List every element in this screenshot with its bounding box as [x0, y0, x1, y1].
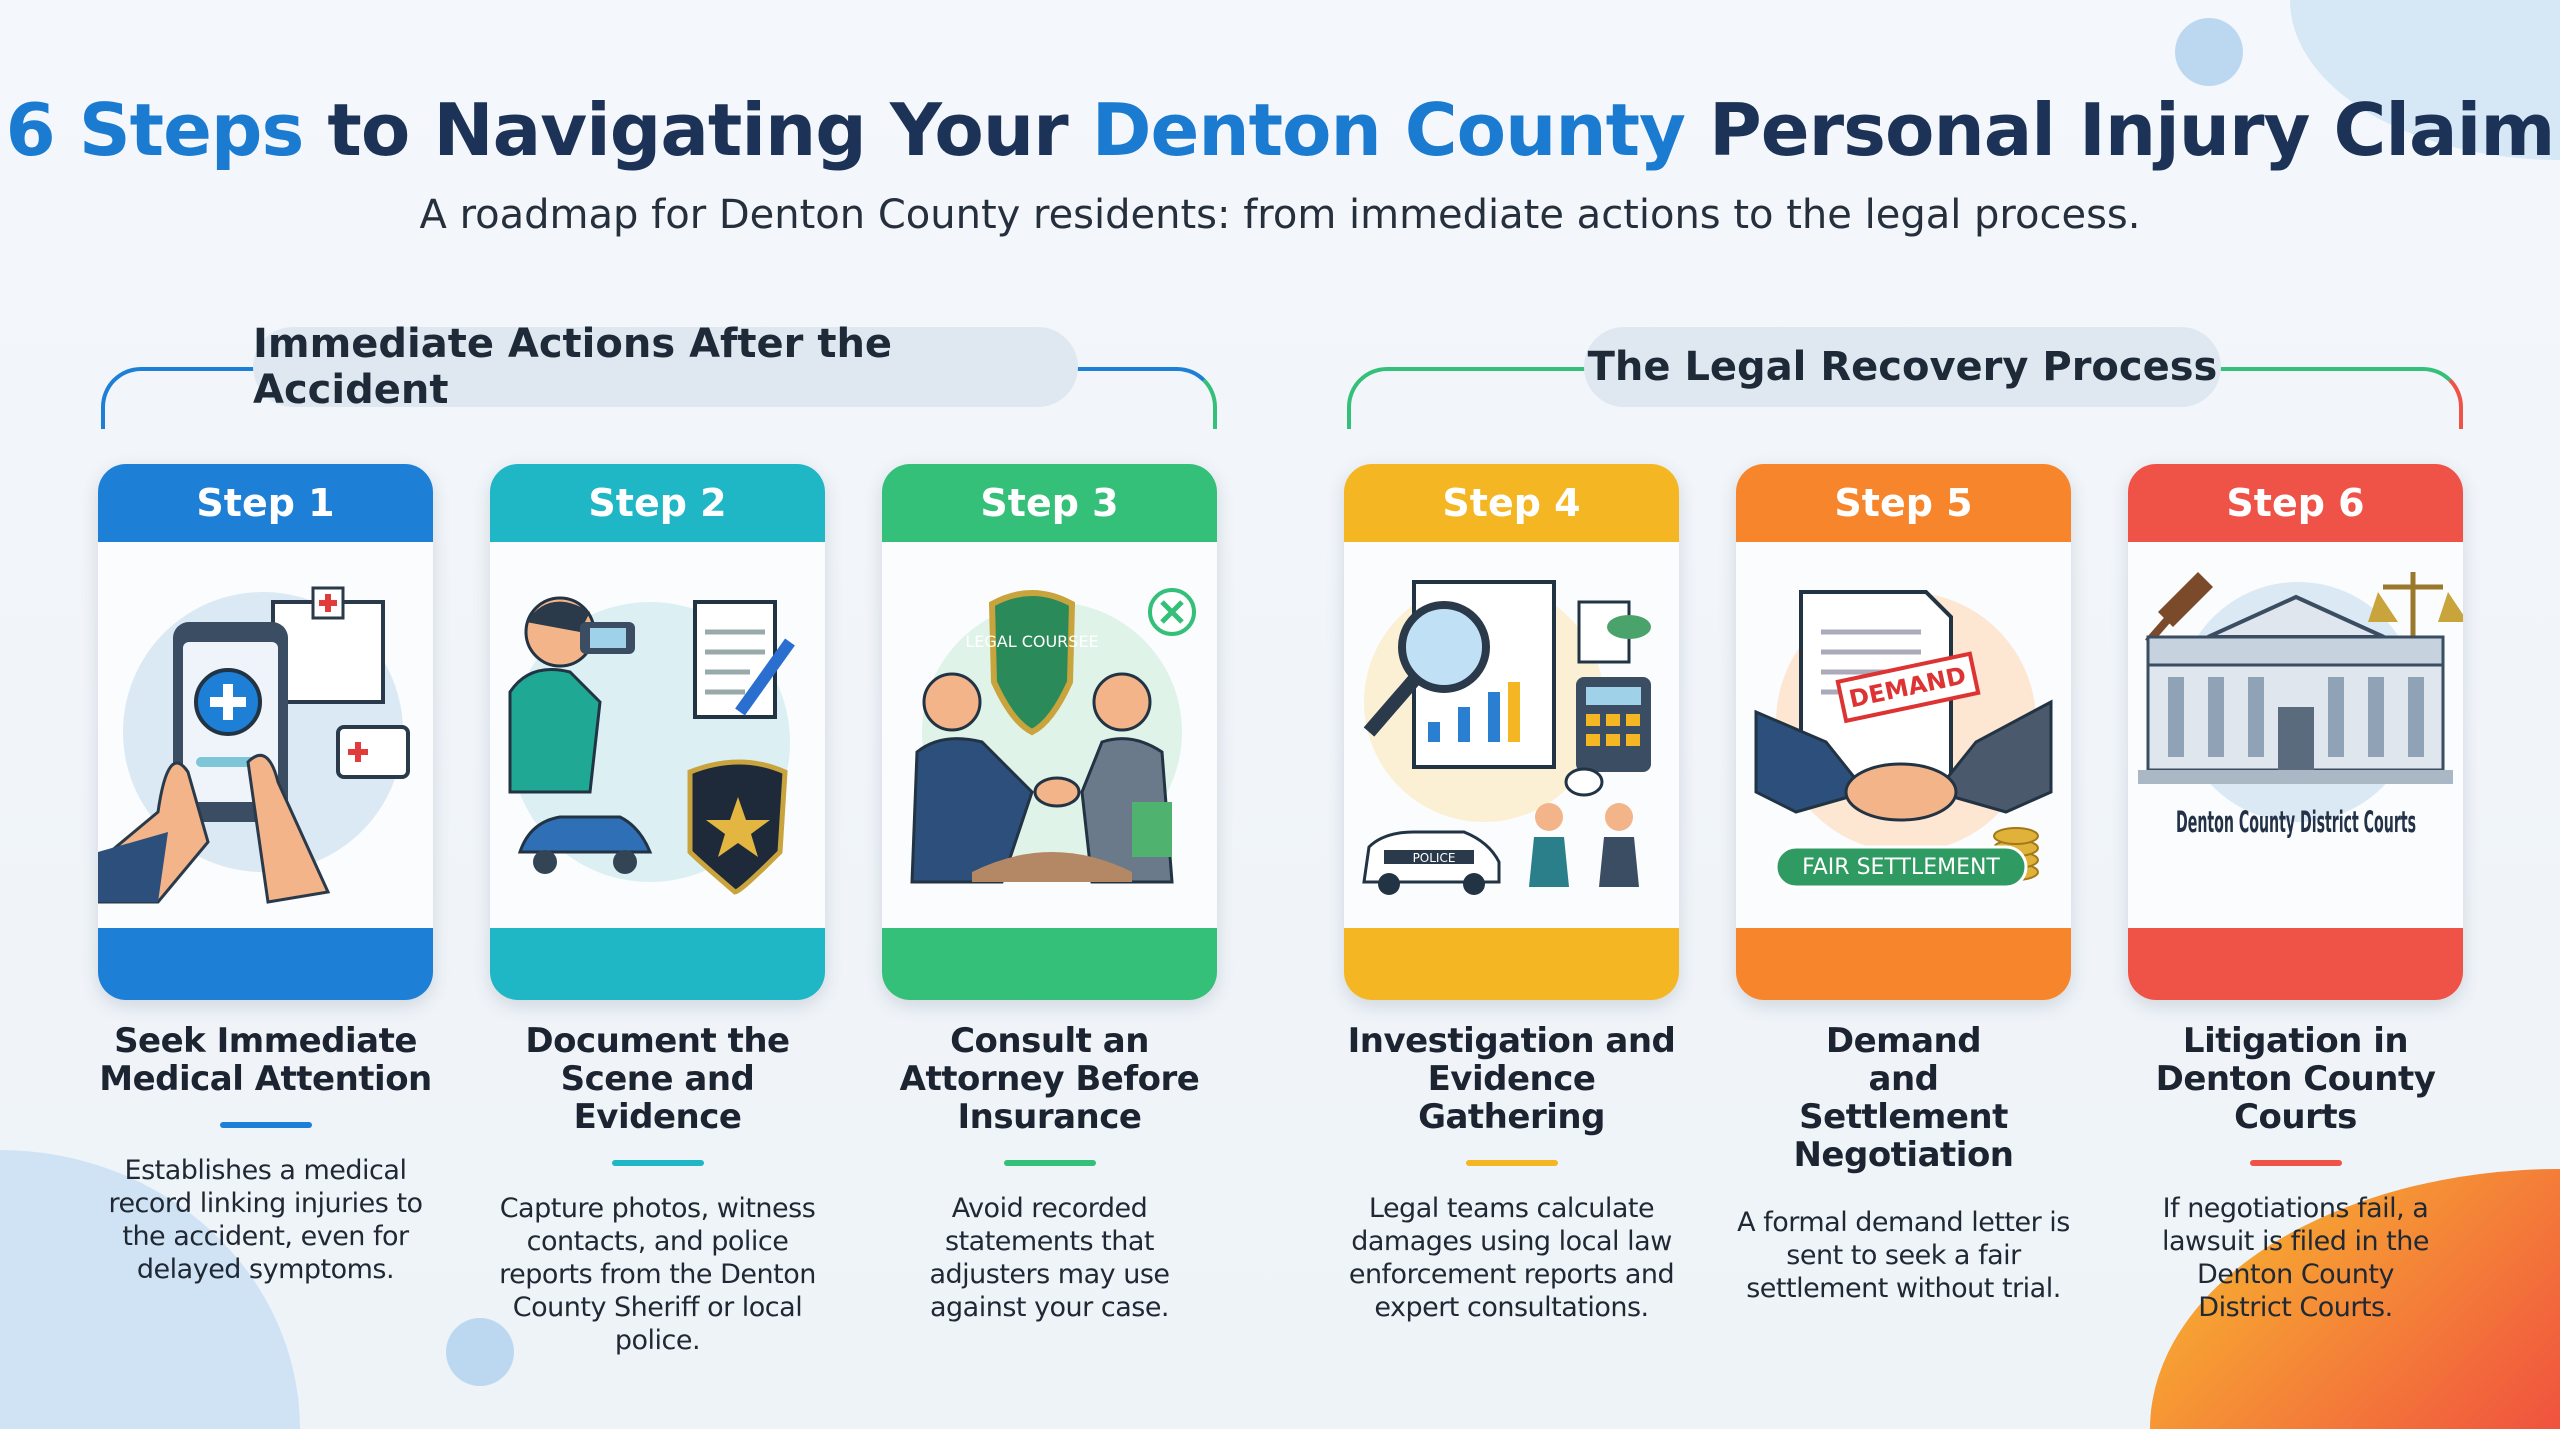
- step-title: Consult an Attorney Before Insurance: [899, 1021, 1200, 1137]
- court-name-text: Denton County District Courts: [2176, 805, 2416, 839]
- step-description: Establishes a medical record linking inj…: [108, 1155, 423, 1285]
- step-card-3: Step 3 LEGAL COURSEE: [882, 464, 1217, 1000]
- step-title: Demand and Settlement Negotiation: [1793, 1021, 2014, 1175]
- page-subtitle: A roadmap for Denton County residents: f…: [419, 192, 2141, 238]
- step-title: Investigation and Evidence Gathering: [1347, 1021, 1676, 1137]
- step-text-6: Litigation in Denton County Courts If neg…: [2128, 1022, 2463, 1324]
- title-highlight: 6 Steps: [5, 88, 305, 172]
- step-card-6: Step 6 Denton County District Courts: [2128, 464, 2463, 1000]
- settlement-icon: DEMAND FAIR SETTLEMENT: [1736, 542, 2071, 928]
- title-text: to Navigating Your: [303, 88, 1092, 172]
- title-underline: [1003, 1160, 1096, 1166]
- step-header: Step 2: [490, 464, 825, 542]
- title-underline: [2249, 1160, 2342, 1166]
- section-label-legal: The Legal Recovery Process: [1584, 327, 2221, 407]
- decorative-dot: [2175, 18, 2243, 86]
- title-underline: [1465, 1160, 1558, 1166]
- police-car-text: POLICE: [1413, 851, 1456, 865]
- title-underline: [1858, 1186, 1950, 1192]
- step-header: Step 4: [1344, 464, 1679, 542]
- card-footer-bar: [98, 928, 433, 1000]
- courthouse-icon: Denton County District Courts: [2128, 542, 2463, 928]
- step-card-4: Step 4 POLICE: [1344, 464, 1679, 1000]
- card-footer-bar: [1344, 928, 1679, 1000]
- page-title: 6 Steps to Navigating Your Denton County…: [0, 88, 2560, 172]
- phone-medical-icon: [98, 542, 433, 928]
- title-underline: [611, 1160, 704, 1166]
- decorative-dot: [446, 1318, 514, 1386]
- card-footer-bar: [490, 928, 825, 1000]
- investigation-icon: POLICE: [1344, 542, 1679, 928]
- step-description: Legal teams calculate damages using loca…: [1348, 1193, 1675, 1323]
- shield-text: LEGAL COURSEE: [965, 632, 1098, 651]
- step-description: A formal demand letter is sent to seek a…: [1737, 1207, 2070, 1304]
- card-footer-bar: [2128, 928, 2463, 1000]
- step-card-1: Step 1: [98, 464, 433, 1000]
- card-footer-bar: [1736, 928, 2071, 1000]
- step-description: If negotiations fail, a lawsuit is filed…: [2162, 1193, 2429, 1323]
- step-title: Litigation in Denton County Courts: [2155, 1021, 2436, 1137]
- step-card-5: Step 5 DEMAND FAIR SETTLEMENT: [1736, 464, 2071, 1000]
- step-header: Step 5: [1736, 464, 2071, 542]
- handshake-shield-icon: LEGAL COURSEE: [882, 542, 1217, 928]
- step-header: Step 6: [2128, 464, 2463, 542]
- title-highlight: Denton County: [1091, 88, 1686, 172]
- step-header: Step 1: [98, 464, 433, 542]
- title-text: Personal Injury Claim: [1684, 88, 2555, 172]
- step-description: Capture photos, witness contacts, and po…: [499, 1193, 816, 1356]
- camera-evidence-icon: [490, 542, 825, 928]
- section-label-immediate: Immediate Actions After the Accident: [253, 321, 1078, 413]
- step-title: Document the Scene and Evidence: [525, 1021, 790, 1137]
- card-footer-bar: [882, 928, 1217, 1000]
- fair-settlement-banner: FAIR SETTLEMENT: [1802, 855, 2000, 880]
- step-card-2: Step 2: [490, 464, 825, 1000]
- title-underline: [219, 1122, 312, 1128]
- step-title: Seek Immediate Medical Attention: [99, 1021, 432, 1099]
- step-description: Avoid recorded statements that adjusters…: [929, 1193, 1170, 1323]
- step-header: Step 3: [882, 464, 1217, 542]
- step-text-5: Demand and Settlement Negotiation A forma…: [1736, 1022, 2071, 1305]
